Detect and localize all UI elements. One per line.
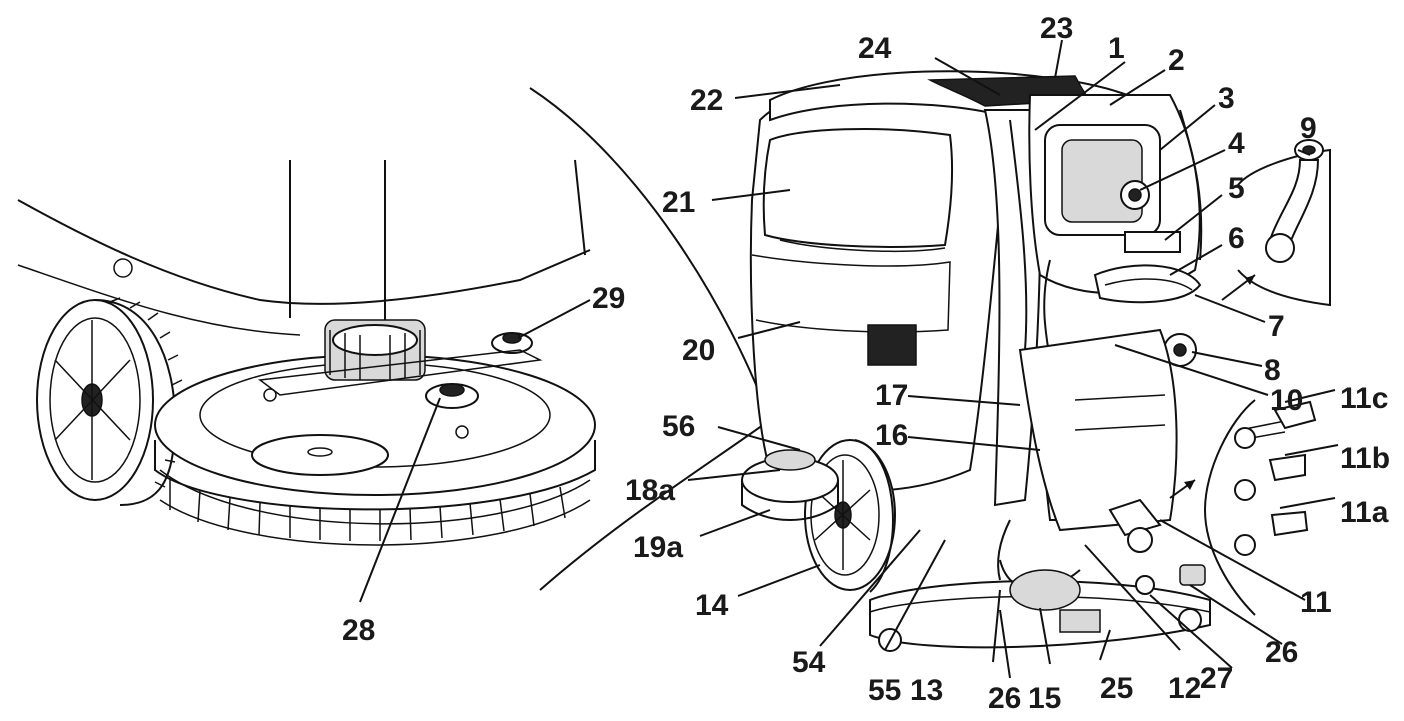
label-24: 24 <box>858 32 892 65</box>
label-11: 11 <box>1300 586 1332 619</box>
label-4: 4 <box>1228 127 1245 160</box>
squeegee-knob <box>1135 575 1155 595</box>
brush-deck <box>741 449 839 521</box>
label-18a: 18a <box>625 474 675 507</box>
label-19a: 19a <box>633 531 683 564</box>
cable-hook <box>1093 264 1202 304</box>
label-16: 16 <box>875 419 908 452</box>
squeegee-assembly <box>869 519 1211 652</box>
inset-hose-cap <box>1221 139 1331 307</box>
label-3: 3 <box>1218 82 1235 115</box>
detail-separator-arc <box>529 87 772 591</box>
label-1: 1 <box>1108 32 1125 65</box>
brush-cover-plate <box>251 434 389 476</box>
lower-body <box>1018 328 1178 532</box>
vacuum-hose-connector <box>1009 569 1081 611</box>
label-5: 5 <box>1228 172 1245 205</box>
squeegee-blade-holder <box>1059 609 1101 633</box>
label-11a: 11a <box>1340 496 1389 529</box>
callout-labels: 1 2 3 4 5 6 7 8 9 10 11 11a 11b 11c 12 1… <box>342 12 1390 715</box>
label-10: 10 <box>1270 384 1303 417</box>
label-27: 27 <box>1200 662 1233 695</box>
label-8: 8 <box>1264 354 1281 387</box>
scrubber-machine <box>741 70 1211 652</box>
label-26b: 26 <box>988 682 1021 715</box>
label-17: 17 <box>875 379 908 412</box>
label-54: 54 <box>792 646 826 679</box>
label-21: 21 <box>662 186 695 219</box>
inset-lever-positions <box>1169 399 1317 616</box>
label-23: 23 <box>1040 12 1073 45</box>
label-56: 56 <box>662 410 695 443</box>
label-20: 20 <box>682 334 715 367</box>
drive-handle <box>1009 119 1028 351</box>
label-28: 28 <box>342 614 375 647</box>
label-9: 9 <box>1300 112 1317 145</box>
label-29: 29 <box>592 282 625 315</box>
label-25: 25 <box>1100 672 1133 705</box>
tank-window <box>762 127 954 248</box>
label-7: 7 <box>1268 310 1285 343</box>
label-12: 12 <box>1168 672 1201 705</box>
label-14: 14 <box>695 589 729 622</box>
machine-body-underside <box>17 199 591 305</box>
fuse-box <box>1124 231 1181 253</box>
label-26a: 26 <box>1265 636 1298 669</box>
label-2: 2 <box>1168 44 1185 77</box>
body-bolt <box>113 258 133 278</box>
brush-housing <box>154 319 596 546</box>
label-13: 13 <box>910 674 943 707</box>
label-55: 55 <box>868 674 901 707</box>
leader-lines <box>359 39 1339 679</box>
decal-plate <box>867 324 917 366</box>
castor-wheel-right <box>1178 608 1202 632</box>
brush-deck-detail <box>17 87 772 591</box>
squeegee-lever <box>1108 498 1162 537</box>
label-15: 15 <box>1028 682 1061 715</box>
label-11b: 11b <box>1340 442 1390 475</box>
label-22: 22 <box>690 84 723 117</box>
label-11c: 11c <box>1340 382 1388 415</box>
label-6: 6 <box>1228 222 1245 255</box>
